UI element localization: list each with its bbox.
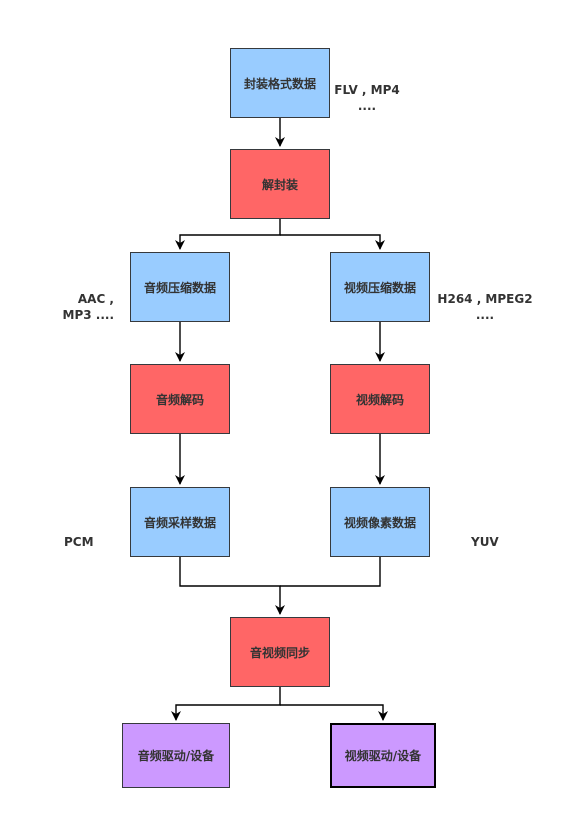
arrow-demux-to-audio-compressed [175,219,281,250]
note-container-formats-line2: .... [357,99,377,113]
note-audio-codecs: AAC , MP3 .... [50,291,115,323]
note-audio-codecs-line2: MP3 .... [62,308,115,322]
note-video-codecs-line1: H264 , MPEG2 [437,292,533,306]
note-container-formats-line1: FLV , MP4 [334,83,400,97]
node-video-pixels: 视频像素数据 [330,487,430,557]
note-pcm: PCM [64,535,94,549]
node-av-sync: 音视频同步 [230,617,330,687]
node-video-compressed: 视频压缩数据 [330,252,430,322]
node-container-data: 封装格式数据 [230,48,330,118]
arrow-sync-to-video-device [280,704,388,721]
node-audio-compressed: 音频压缩数据 [130,252,230,322]
note-video-codecs-line2: .... [475,308,495,322]
arrow-sync-to-audio-device [171,687,281,721]
node-video-device: 视频驱动/设备 [330,723,436,788]
note-video-codecs: H264 , MPEG2 .... [435,291,535,323]
arrow-demux-to-video-compressed [280,234,385,250]
node-audio-decode: 音频解码 [130,364,230,434]
node-video-decode: 视频解码 [330,364,430,434]
node-audio-device: 音频驱动/设备 [122,723,230,788]
node-audio-samples: 音频采样数据 [130,487,230,557]
note-yuv: YUV [471,535,499,549]
node-demux: 解封装 [230,149,330,219]
line-video-pixels-to-sync [280,557,381,587]
arrow-audio-samples-to-sync [179,557,285,615]
note-container-formats: FLV , MP4 .... [333,82,401,114]
note-audio-codecs-line1: AAC , [77,292,114,306]
